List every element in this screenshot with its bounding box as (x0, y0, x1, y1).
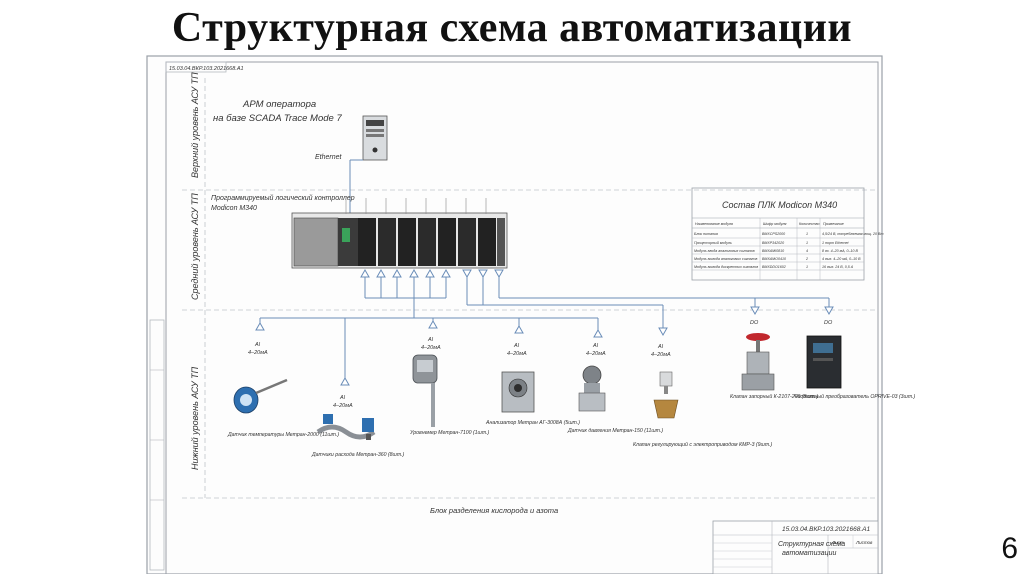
device-level-meter: Уровнемер Метран-7100 (1шт.) (410, 430, 490, 436)
sheet-inner-frame (165, 61, 879, 574)
temperature-sensor-icon (233, 378, 288, 414)
composition-row-2-name: Процессорный модуль (694, 241, 732, 245)
signal-label-ai-3: AI (427, 337, 434, 343)
plc-label-2: Modicon M340 (211, 205, 257, 212)
control-valve-icon (653, 371, 679, 419)
slide-number: 6 (1001, 532, 1018, 565)
plc-io-bus (255, 268, 834, 386)
signal-label-current-6: 4–20мА (651, 352, 671, 358)
composition-row-3-note: 8 вх. 4–20 мА, 0–10 В (822, 249, 859, 253)
gas-analyzer-icon (501, 371, 535, 413)
title-block (712, 520, 879, 574)
composition-header-note: Примечание (823, 222, 844, 226)
composition-row-2-note: 1 порт Ethernet (822, 241, 850, 245)
signal-label-ai-4: AI (513, 343, 520, 349)
signal-label-ai-1: AI (254, 342, 261, 348)
composition-row-4-code: BMXAMO0410 (762, 257, 786, 261)
arm-label-2: на базе SCADA Trace Mode 7 (213, 113, 342, 124)
sheet-outer-frame (146, 55, 883, 574)
plc-label-1: Программируемый логический контроллер (211, 194, 355, 202)
level-top-label: Верхний уровень АСУ ТП (190, 72, 200, 178)
level-middle-label: Средний уровень АСУ ТП (190, 193, 200, 300)
signal-label-do-2: DO (824, 320, 833, 326)
composition-row-1-note: 4,5/24 В, потребляемая мощ. 20 Вт (822, 232, 883, 236)
device-flow-sensor: Датчики расхода Метран-360 (8шт.) (311, 452, 405, 458)
signal-label-current-2: 4–20мА (333, 403, 353, 409)
composition-row-1-qty: 1 (806, 232, 808, 236)
composition-row-3-name: Модуль ввода аналоговых сигналов (694, 249, 755, 253)
frequency-converter-icon (806, 335, 842, 389)
computer-tower-icon (362, 115, 388, 161)
flow-sensor-icon (316, 414, 376, 440)
pressure-sensor-icon (578, 365, 606, 412)
level-meter-icon (412, 354, 438, 427)
composition-row-4-qty: 2 (805, 257, 808, 261)
composition-row-4-name: Модуль вывода аналоговых сигналов (694, 257, 757, 261)
composition-row-3-qty: 4 (806, 249, 808, 253)
signal-label-current-5: 4–20мА (586, 351, 606, 357)
composition-row-1-name: Блок питания (694, 232, 718, 236)
composition-row-5-qty: 1 (806, 265, 808, 269)
composition-row-2-code: BMXP342020 (762, 241, 784, 245)
device-temperature-sensor: Датчик температуры Метран-2000 (11шт.) (227, 432, 339, 438)
composition-row-1-code: BMXCPS2000 (762, 232, 785, 236)
stamp-code: 15.03.04.ВКР.103.2021668.А1 (782, 526, 871, 533)
arm-label-1: АРМ оператора (242, 99, 316, 110)
signal-label-do-1: DO (750, 320, 759, 326)
composition-table (691, 187, 865, 281)
plc-rack (291, 212, 508, 269)
composition-row-5-name: Модуль вывода дискретных сигналов (694, 265, 758, 269)
level-bottom-label: Нижний уровень АСУ ТП (190, 366, 200, 470)
device-pressure-sensor: Датчик давления Метран-150 (11шт.) (567, 428, 663, 434)
composition-row-2-qty: 1 (806, 241, 808, 245)
signal-label-ai-5: AI (592, 343, 599, 349)
device-frequency-converter: Частотный преобразователь OPRIVE-03 (3шт… (794, 393, 916, 400)
signal-label-current-3: 4–20мА (421, 345, 441, 351)
ethernet-label: Ethernet (315, 154, 343, 161)
margin-strip (149, 319, 165, 571)
signal-label-ai-6: AI (657, 344, 664, 350)
signal-label-current-1: 4–20мА (248, 350, 268, 356)
signal-label-current-4: 4–20мА (507, 351, 527, 357)
stamp-title-2: автоматизации (782, 550, 836, 557)
device-gas-analyzer: Анализатор Метран АГ-3008А (5шт.) (485, 420, 580, 426)
device-control-valve: Клапан регулирующий с электроприводом КМ… (633, 441, 773, 448)
stamp-sheets-label: Листов (855, 540, 873, 545)
shutoff-valve-icon (741, 333, 775, 391)
stamp-sheet-label: Лист (831, 540, 844, 545)
composition-header-name: Наименование модуля (695, 222, 733, 226)
composition-title: Состав ПЛК Modicon M340 (722, 200, 837, 210)
composition-row-5-code: BMXDDO1602 (762, 265, 786, 269)
composition-header-qty: Количество (799, 222, 819, 226)
device-shutoff-valve: Клапан запорный К-2107-200 (8шт.) (730, 393, 818, 400)
composition-row-5-note: 16 вых. 24 В, 0,5 А (822, 265, 854, 269)
signal-label-ai-2: AI (339, 395, 346, 401)
corner-stamp: 15.03.04.ВКР.103.2021668.А1 (169, 66, 244, 72)
composition-row-3-code: BMXAMI0810 (762, 249, 784, 253)
composition-row-4-note: 4 вых. 4–20 мА, 0–10 В (822, 257, 861, 261)
slide-title: Структурная схема автоматизации (171, 5, 853, 51)
stamp-title-1: Структурная схема (778, 541, 845, 548)
process-unit-label: Блок разделения кислорода и азота (430, 506, 558, 515)
composition-header-code: Шифр модуля (763, 222, 786, 226)
